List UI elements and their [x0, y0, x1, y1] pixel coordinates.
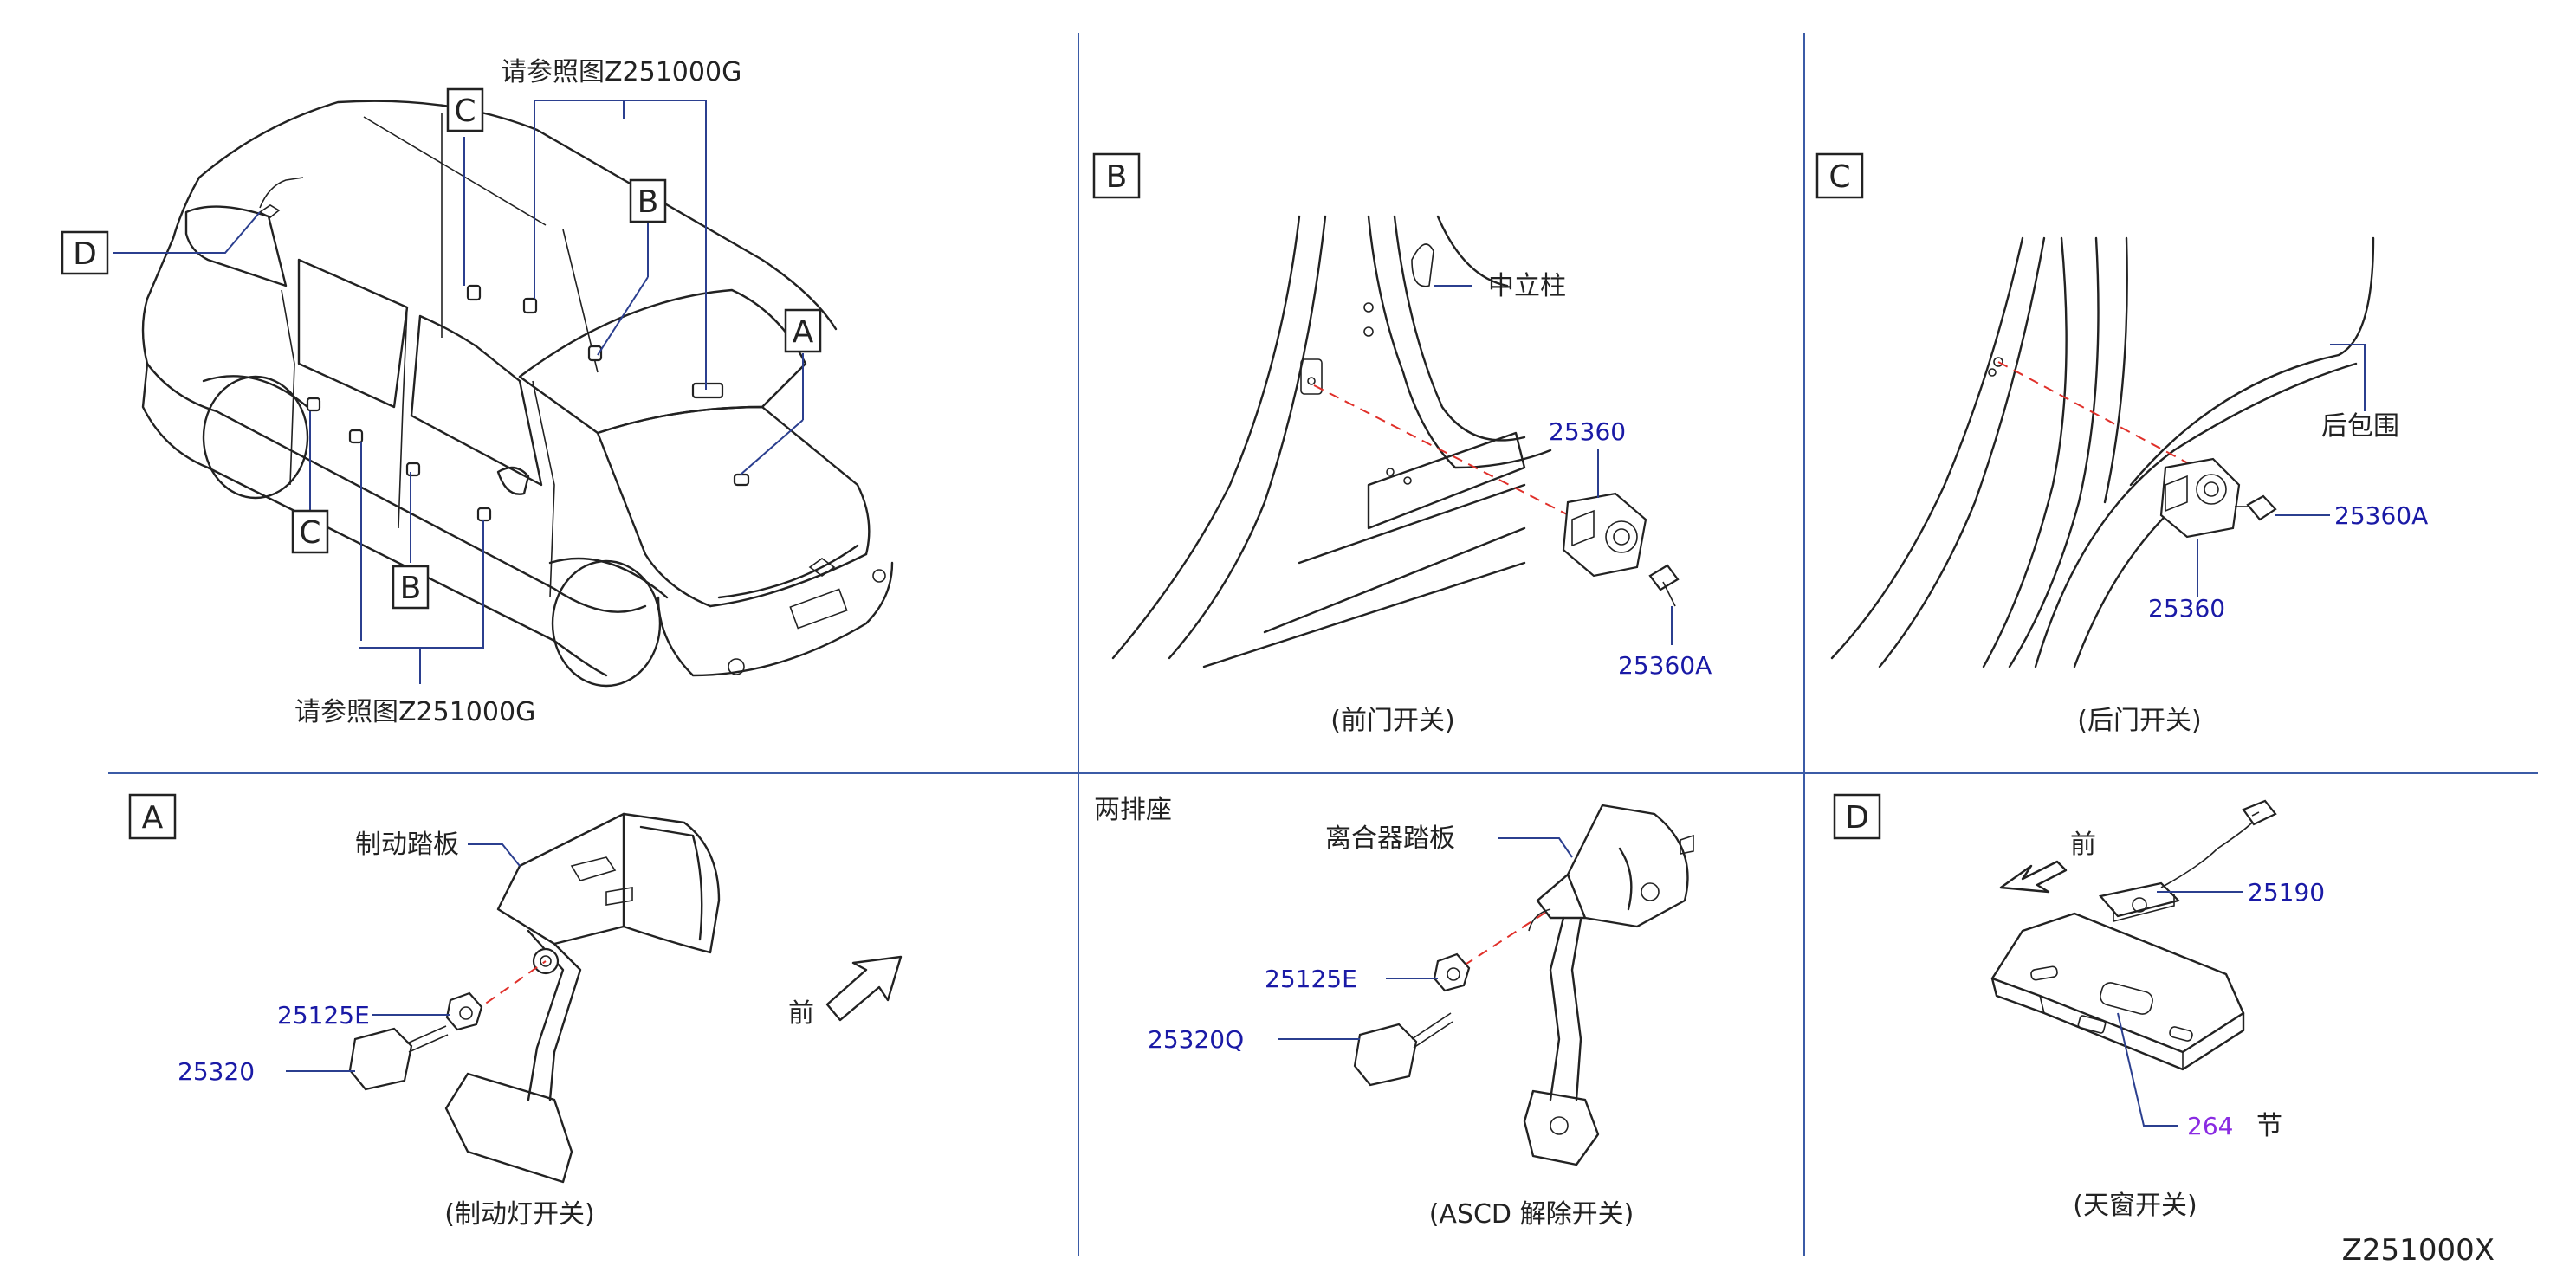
clutch-pedal-illustration	[1523, 804, 1694, 1166]
part-25360-rear: 25360	[2148, 594, 2225, 623]
overhead-console	[1990, 912, 2245, 1071]
caption-front-door: (前门开关)	[1330, 706, 1454, 736]
label-section-word: 节	[2256, 1111, 2282, 1141]
callout-box-panel-D: D	[1833, 793, 1881, 840]
callout-box-panel-B: B	[1092, 152, 1141, 199]
install-line-B	[1313, 384, 1612, 538]
label-rear-wheelhouse: 后包围	[2321, 411, 2399, 442]
leader-wheelhouse	[2330, 344, 2366, 411]
stopper-25125E-brake	[445, 991, 483, 1031]
label-front-A: 前	[788, 998, 814, 1029]
diagram-id: Z251000X	[2342, 1233, 2495, 1268]
reference-top: 请参照图Z251000G	[501, 57, 741, 87]
screw-rear	[2235, 494, 2277, 521]
car-overview-illustration	[141, 100, 894, 688]
door-switch-rear	[2159, 457, 2241, 539]
rear-pillar-illustration	[1830, 236, 2375, 668]
caption-stop-lamp: (制动灯开关)	[444, 1199, 594, 1230]
svg-text:C: C	[454, 94, 476, 129]
install-line-A	[471, 960, 547, 1014]
car-part-sunroof-switch	[691, 382, 724, 399]
callout-box-car-B2: B	[392, 565, 430, 610]
caption-rear-door: (后门开关)	[2077, 706, 2201, 736]
caption-sunroof: (天窗开关)	[2073, 1191, 2197, 1221]
svg-text:B: B	[1106, 159, 1128, 195]
callout-box-panel-A: A	[128, 793, 177, 840]
front-arrow-D	[1999, 860, 2068, 894]
part-25125E-brake: 25125E	[277, 1001, 370, 1030]
svg-text:B: B	[638, 184, 659, 220]
callout-box-car-B1: B	[629, 178, 667, 223]
svg-text:B: B	[400, 571, 422, 606]
part-25360A-front: 25360A	[1618, 651, 1712, 680]
switch-25320	[348, 1025, 449, 1091]
stopper-25125E-clutch	[1433, 952, 1471, 992]
front-arrow-A	[825, 955, 903, 1022]
part-25125E-clutch: 25125E	[1265, 965, 1357, 993]
screw-front	[1648, 564, 1680, 607]
switch-25320Q	[1353, 1012, 1453, 1087]
svg-text:A: A	[793, 314, 814, 350]
car-leader-lines	[113, 100, 804, 684]
callout-box-car-D: D	[61, 230, 109, 275]
svg-text:D: D	[1845, 800, 1869, 836]
svg-text:A: A	[142, 800, 164, 836]
callout-box-car-C1: C	[446, 87, 484, 132]
callout-box-panel-C: C	[1815, 152, 1864, 199]
part-25360A-rear: 25360A	[2334, 501, 2428, 530]
label-two-row-seat: 两排座	[1094, 795, 1172, 825]
label-front-D: 前	[2070, 830, 2096, 860]
part-25320: 25320	[178, 1057, 255, 1086]
part-25190: 25190	[2248, 878, 2325, 907]
reference-bottom: 请参照图Z251000G	[294, 697, 535, 727]
part-25360-front: 25360	[1549, 417, 1626, 446]
callout-box-car-C2: C	[291, 509, 329, 554]
svg-text:C: C	[299, 515, 320, 551]
center-pillar-illustration	[1111, 215, 1552, 668]
svg-text:D: D	[73, 236, 97, 272]
svg-text:C: C	[1828, 159, 1850, 195]
brake-pedal-illustration	[444, 812, 721, 1184]
label-brake-pedal: 制动踏板	[355, 830, 459, 860]
callout-box-car-A: A	[784, 308, 822, 353]
install-line-C	[1997, 361, 2205, 473]
leader-clutch-pedal	[1498, 837, 1573, 858]
label-clutch-pedal: 离合器踏板	[1325, 823, 1455, 854]
install-line-clutch	[1463, 908, 1551, 966]
caption-ascd-cancel: (ASCD 解除开关)	[1429, 1199, 1634, 1230]
part-25320Q: 25320Q	[1148, 1025, 1244, 1054]
part-section-264: 264	[2187, 1112, 2233, 1140]
leader-brake-pedal	[468, 843, 521, 867]
label-center-pillar: 中立柱	[1488, 271, 1566, 301]
door-switch-front	[1562, 492, 1647, 578]
